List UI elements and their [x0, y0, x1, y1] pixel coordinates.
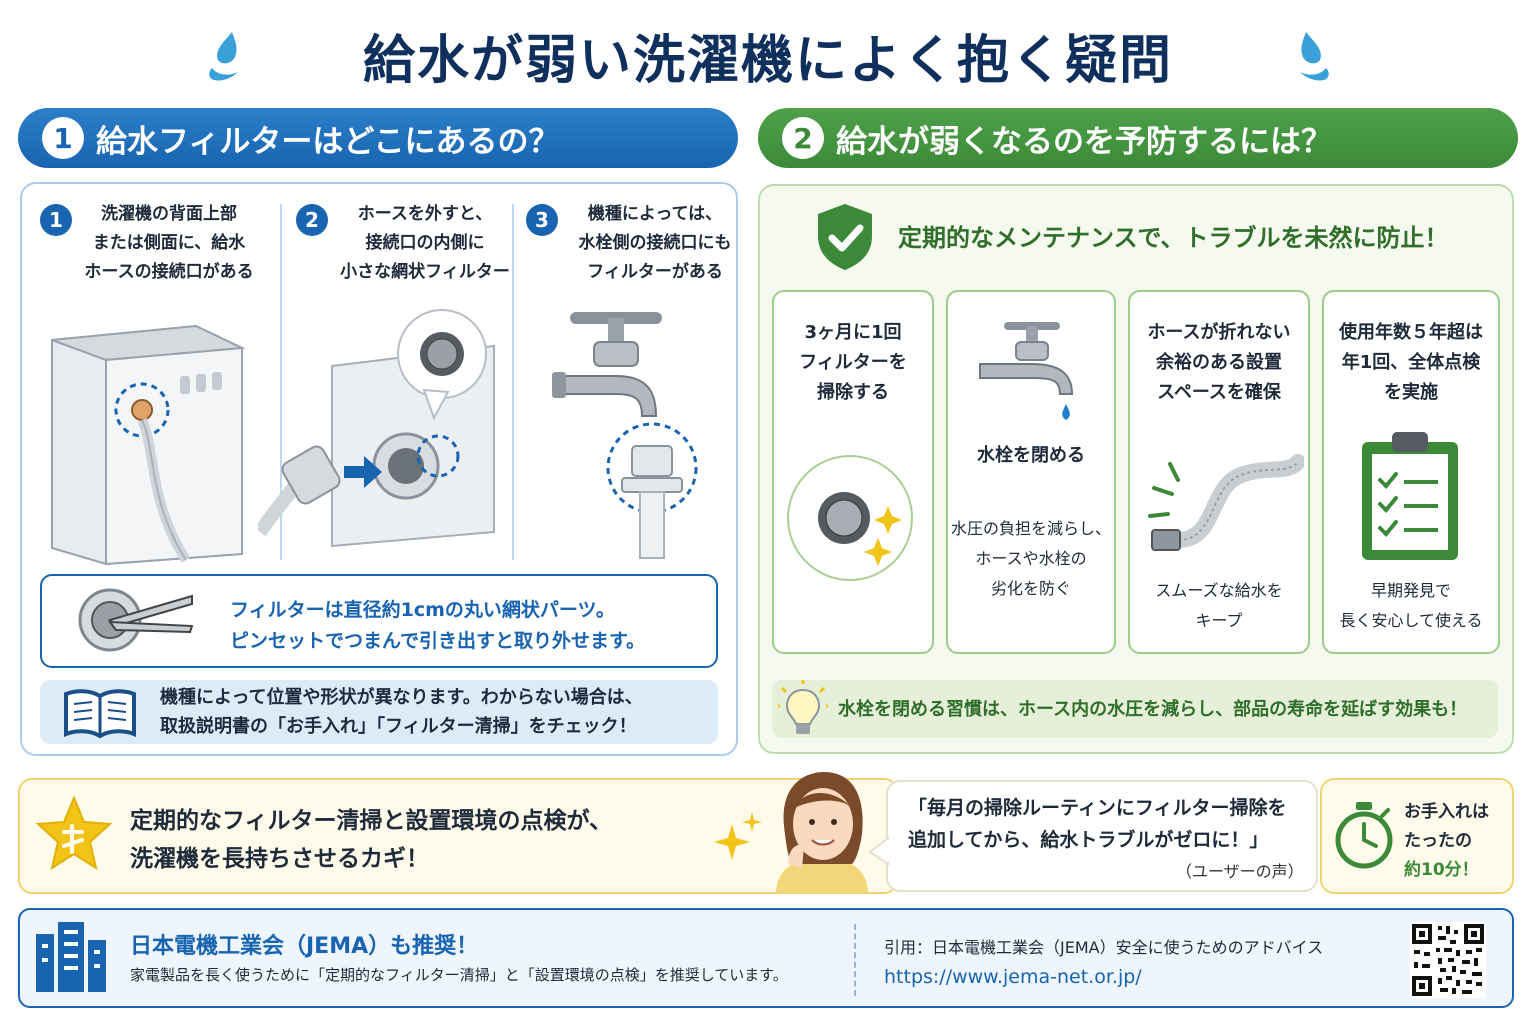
key-message-box	[18, 778, 898, 894]
step-text: フィルターがある	[587, 262, 723, 282]
card-line: 長く安心して使える	[1339, 611, 1483, 630]
time-text: お手入れは たったの 約10分！	[1404, 798, 1489, 885]
user-quote-text: 「毎月の掃除ルーティンにフィルター掃除を 追加してから、給水トラブルがゼロに！」	[908, 792, 1286, 856]
time-value: 約10分！	[1404, 860, 1479, 880]
manual-note-box	[40, 680, 718, 744]
info-line: フィルターは直径約1cmの丸い網状パーツ。	[230, 599, 615, 621]
star-icon	[35, 796, 113, 871]
filter-info-box	[40, 574, 718, 668]
quote-line: 追加してから、給水トラブルがゼロに！」	[908, 829, 1269, 851]
faucet-icon	[552, 312, 698, 559]
card-line: 使用年数５年超は	[1339, 322, 1483, 343]
section1-banner: 1 給水フィルターはどこにあるの？	[18, 108, 738, 168]
card-line: 劣化を防ぐ	[990, 579, 1071, 598]
quote-source: （ユーザーの声）	[1176, 862, 1304, 881]
quote-line: 「毎月の掃除ルーティンにフィルター掃除を	[908, 797, 1287, 819]
key-message-text: 定期的なフィルター清掃と設置環境の点検が、 洗濯機を長持ちさせるカギ！	[130, 802, 612, 878]
card-title: ホースが折れない 余裕のある設置 スペースを確保	[1128, 318, 1310, 408]
section2-title: 給水が弱くなるのを予防するには？	[836, 123, 1332, 160]
step-3: 3 機種によっては、 水栓側の接続口にも フィルターがある	[526, 200, 758, 287]
card-line: スペースを確保	[1157, 382, 1281, 403]
tap-tip-text: 水栓を閉める習慣は、ホース内の水圧を減らし、部品の寿命を延ばす効果も！	[838, 699, 1468, 720]
card-line: スムーズな給水を	[1155, 581, 1283, 600]
footer-title: 日本電機工業会（JEMA）も推奨！	[130, 934, 479, 959]
card-line: ホースや水栓の	[975, 549, 1087, 568]
sparkle-icon	[714, 812, 762, 860]
step-2: 2 ホースを外すと、 接続口の内側に 小さな網状フィルター	[296, 200, 528, 287]
step-text: 機種によっては、	[587, 204, 723, 224]
tweezers-filter-icon	[78, 588, 194, 652]
manual-note-text: 機種によって位置や形状が異なります。わからない場合は、 取扱説明書の「お手入れ」…	[160, 683, 643, 741]
card-subtext: 水圧の負担を減らし、 ホースや水栓の 劣化を防ぐ	[946, 514, 1116, 604]
card-line: 余裕のある設置	[1156, 352, 1282, 373]
card-line: を実施	[1384, 382, 1438, 403]
time-box	[1320, 778, 1514, 894]
note-line: 取扱説明書の「お手入れ」「フィルター清掃」をチェック！	[160, 716, 637, 737]
section2-number: 2	[782, 117, 824, 159]
card-title: 3ヶ月に1回 フィルターを 掃除する	[772, 318, 934, 408]
stopwatch-icon	[1335, 802, 1393, 869]
section2-banner: 2 給水が弱くなるのを予防するには？	[758, 108, 1518, 168]
prevention-headline: 定期的なメンテナンスで、トラブルを未然に防止！	[898, 224, 1449, 252]
step-1: 1 洗濯機の背面上部 または側面に、給水 ホースの接続口がある	[40, 200, 272, 287]
step-text: または側面に、給水	[92, 233, 246, 253]
step-number: 2	[296, 204, 328, 236]
clean-filter-icon	[787, 455, 913, 581]
step-text: 小さな網状フィルター	[340, 262, 510, 282]
step-text: 洗濯機の背面上部	[101, 204, 237, 224]
key-line: 定期的なフィルター清掃と設置環境の点検が、	[130, 808, 613, 834]
step-number: 3	[526, 204, 558, 236]
key-line: 洗濯機を長持ちさせるカギ！	[130, 846, 429, 872]
water-drop-icon	[209, 32, 238, 81]
card-line: 3ヶ月に1回	[804, 322, 902, 343]
open-book-icon	[64, 689, 136, 739]
divider	[280, 204, 282, 560]
shield-check-icon	[818, 204, 872, 270]
water-drop-icon	[1300, 32, 1329, 81]
card-line: 年1回、全体点検	[1341, 352, 1481, 373]
jema-url-link[interactable]: https://www.jema-net.or.jp/	[884, 966, 1142, 988]
card-line: フィルターを	[799, 352, 907, 373]
info-line: ピンセットでつまんで引き出すと取り外せます。	[230, 630, 646, 652]
section1-title: 給水フィルターはどこにあるの？	[96, 123, 560, 160]
lightbulb-icon	[778, 680, 828, 734]
card-line: 早期発見で	[1370, 581, 1451, 600]
building-icon	[36, 922, 106, 992]
note-line: 機種によって位置や形状が異なります。わからない場合は、	[160, 687, 643, 708]
flexible-hose-icon	[1148, 454, 1304, 551]
tap-tip-box	[772, 680, 1498, 738]
user-quote-box	[886, 780, 1318, 892]
footer-citation: 引用：日本電機工業会（JEMA）安全に使うためのアドバイス	[884, 938, 1324, 957]
step-text: 水栓側の接続口にも	[578, 233, 732, 253]
footer-subtext: 家電製品を長く使うために「定期的なフィルター清掃」と「設置環境の点検」を推奨して…	[130, 966, 788, 984]
step-text: 接続口の内側に	[365, 233, 485, 253]
card-subtext: 早期発見で 長く安心して使える	[1322, 576, 1500, 636]
speech-pointer	[868, 836, 890, 866]
card-line: ホースが折れない	[1147, 322, 1291, 343]
time-line: たったの	[1404, 831, 1472, 851]
page-title: 給水が弱い洗濯機によく抱く疑問	[362, 31, 1173, 91]
filter-info-text: フィルターは直径約1cmの丸い網状パーツ。 ピンセットでつまんで引き出すと取り外…	[230, 595, 645, 657]
divider	[512, 204, 514, 560]
step-text: ホースを外すと、	[357, 204, 493, 224]
step-number: 1	[40, 204, 72, 236]
card-title: 水栓を閉める	[977, 445, 1085, 466]
footer-box	[18, 908, 1514, 1008]
hose-connector-icon	[258, 309, 495, 548]
washing-machine-icon	[51, 324, 246, 566]
card-title: 使用年数５年超は 年1回、全体点検 を実施	[1322, 318, 1500, 408]
card-line: 掃除する	[817, 382, 889, 403]
clipboard-checklist-icon	[1362, 432, 1458, 560]
qr-code-icon[interactable]	[1410, 922, 1486, 998]
card-line: 水圧の負担を減らし、	[950, 519, 1111, 538]
section1-number: 1	[42, 117, 84, 159]
faucet-drop-icon	[979, 322, 1074, 420]
user-avatar	[776, 772, 868, 894]
card-subtext: スムーズな給水を キープ	[1128, 576, 1310, 636]
time-line: お手入れは	[1404, 802, 1489, 822]
card-line: キープ	[1195, 611, 1243, 630]
footer-divider	[854, 924, 856, 996]
step-text: ホースの接続口がある	[84, 262, 254, 282]
